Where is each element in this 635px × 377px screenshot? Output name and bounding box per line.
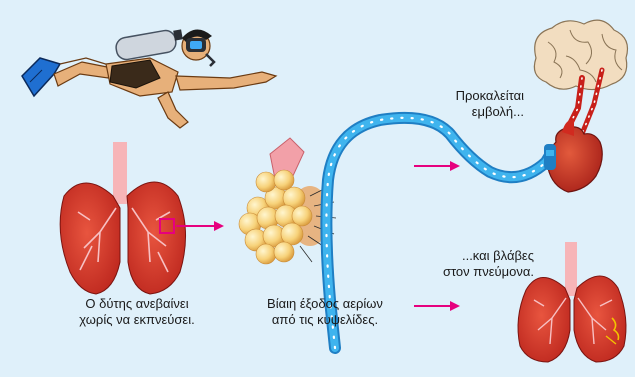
caption-line: Προκαλείται bbox=[424, 88, 524, 104]
caption-line: εμβολή... bbox=[424, 104, 524, 120]
caption-line: χωρίς να εκπνεύσει. bbox=[62, 312, 212, 328]
caption-gas-escape: Βίαιη έξοδος αερίων από τις κυψελίδες. bbox=[245, 296, 405, 328]
caption-line: Ο δύτης ανεβαίνει bbox=[62, 296, 212, 312]
caption-embolism: Προκαλείται εμβολή... bbox=[424, 88, 524, 120]
caption-line: ...και βλάβες bbox=[404, 248, 534, 264]
caption-line: στον πνεύμονα. bbox=[404, 264, 534, 280]
caption-lung-damage: ...και βλάβες στον πνεύμονα. bbox=[404, 248, 534, 280]
caption-line: Βίαιη έξοδος αερίων bbox=[245, 296, 405, 312]
caption-diver-ascends: Ο δύτης ανεβαίνει χωρίς να εκπνεύσει. bbox=[62, 296, 212, 328]
caption-line: από τις κυψελίδες. bbox=[245, 312, 405, 328]
